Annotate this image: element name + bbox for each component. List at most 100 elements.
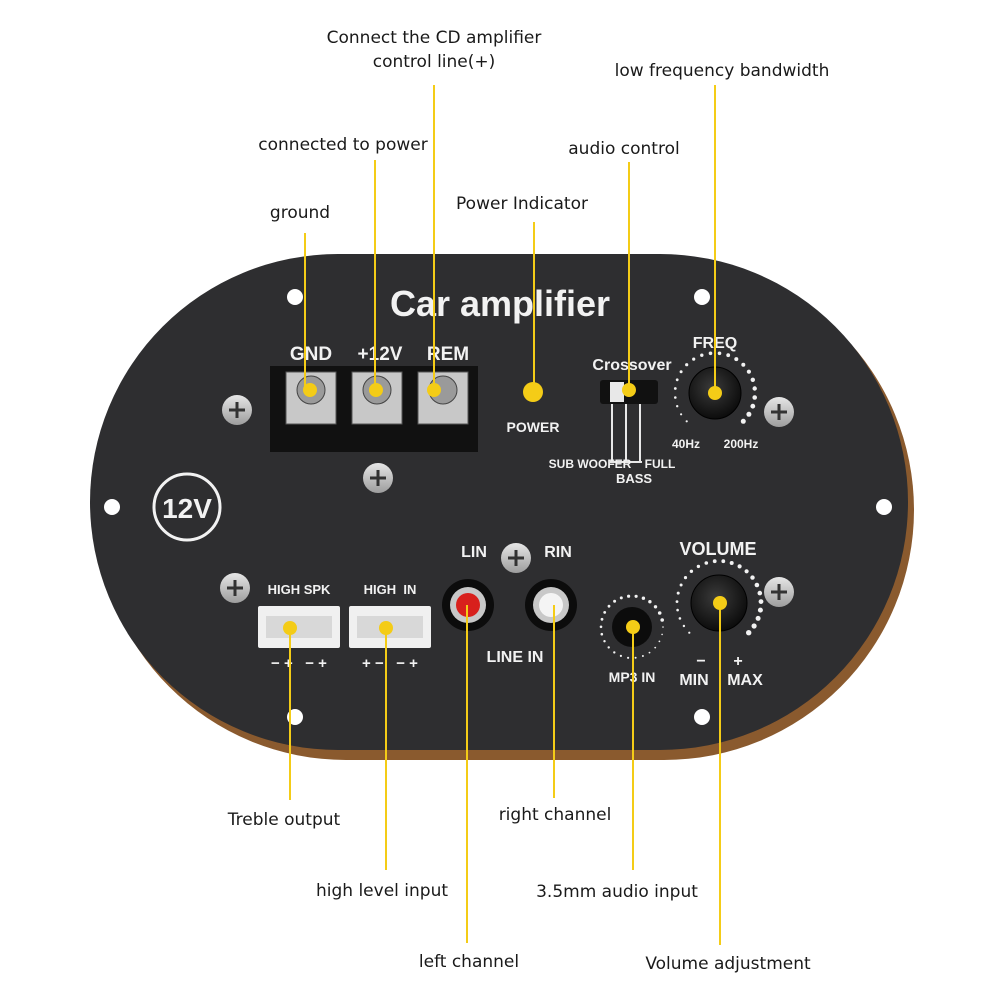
terminal-label-12v: +12V xyxy=(358,344,403,365)
mp3-ring-dots xyxy=(599,594,664,659)
high-in-title: HIGH IN xyxy=(364,582,417,597)
volume-minus: − xyxy=(696,653,705,670)
crossover-slider[interactable] xyxy=(610,382,624,402)
crossover-full-label: FULL xyxy=(645,457,676,471)
screw-icon xyxy=(501,543,531,573)
scale-dot xyxy=(752,386,757,391)
scale-dot xyxy=(627,656,630,659)
scale-dot xyxy=(696,564,701,569)
screw-icon xyxy=(764,577,794,607)
volume-max-label: MAX xyxy=(727,672,763,689)
crossover-switch: Crossover SUB WOOFER FULL BASS xyxy=(549,357,676,486)
scale-dot xyxy=(689,569,694,573)
scale-dot xyxy=(750,575,755,580)
scale-dot xyxy=(754,582,760,588)
scale-dot xyxy=(600,632,604,636)
scale-dot xyxy=(682,624,686,628)
scale-dot xyxy=(734,357,739,362)
high-in-polarity: + − − + xyxy=(362,655,418,672)
high-spk-connector-group: HIGH SPK − + − + xyxy=(258,582,340,672)
terminal-label-rem: REM xyxy=(427,344,469,365)
scale-dot xyxy=(653,605,658,609)
power-led xyxy=(523,382,543,402)
scale-dot xyxy=(654,646,657,649)
callout-right-channel: right channel xyxy=(499,805,612,825)
scale-dot xyxy=(678,617,682,620)
scale-dot xyxy=(708,351,713,356)
scale-dot xyxy=(676,608,679,612)
scale-dot xyxy=(729,561,734,565)
scale-dot xyxy=(757,607,763,613)
callout-left-channel: left channel xyxy=(419,952,519,972)
scale-dot xyxy=(599,625,603,629)
mounting-holes xyxy=(104,289,892,725)
scale-dot xyxy=(675,378,679,382)
panel-face xyxy=(90,254,908,750)
scale-dot xyxy=(680,413,683,416)
scale-dot xyxy=(658,640,661,643)
callout-connected-to-power: connected to power xyxy=(258,135,427,155)
marker-dot xyxy=(427,383,441,397)
screw-icon xyxy=(220,573,250,603)
scale-dot xyxy=(758,599,764,604)
rin-label: RIN xyxy=(544,544,572,561)
scale-dot xyxy=(752,395,757,400)
high-spk-title: HIGH SPK xyxy=(268,582,331,597)
voltage-badge xyxy=(152,472,222,542)
crossover-title: Crossover xyxy=(592,357,671,374)
scale-dot xyxy=(679,370,683,374)
callout-treble-output: Treble output xyxy=(227,810,341,830)
marker-dot xyxy=(708,386,722,400)
callout-audio-control: audio control xyxy=(568,139,679,159)
scale-dot xyxy=(619,596,623,600)
screw-icon xyxy=(363,463,393,493)
mounting-hole xyxy=(694,289,710,305)
volume-plus: + xyxy=(733,653,742,670)
mounting-hole xyxy=(876,499,892,515)
scale-dot xyxy=(634,656,637,659)
marker-dot xyxy=(303,383,317,397)
scale-dot xyxy=(685,420,688,423)
scale-dot xyxy=(613,651,616,654)
rca-right-ring xyxy=(539,593,563,617)
crossover-legend-lines xyxy=(610,404,642,463)
scale-dot xyxy=(755,615,761,621)
callout-cd-line1: Connect the CD amplifier xyxy=(327,28,542,48)
callout-high-level-input: high level input xyxy=(316,881,448,901)
scale-dot xyxy=(688,631,691,634)
scale-dot xyxy=(717,351,722,356)
volume-scale-dots xyxy=(675,559,764,636)
freq-min-label: 40Hz xyxy=(672,437,700,451)
scale-dot xyxy=(737,564,742,569)
scale-dot xyxy=(648,651,651,654)
crossover-bass-label: BASS xyxy=(616,471,652,486)
marker-dot xyxy=(379,621,393,635)
callout-low-frequency: low frequency bandwidth xyxy=(615,61,830,81)
volume-min-label: MIN xyxy=(679,672,708,689)
scale-dot xyxy=(634,594,638,598)
callouts: Connect the CD amplifier control line(+)… xyxy=(227,28,830,974)
freq-max-label: 200Hz xyxy=(724,437,759,451)
scale-dot xyxy=(676,591,680,595)
scale-dot xyxy=(600,617,604,621)
scale-dot xyxy=(751,623,757,629)
scale-dot xyxy=(746,411,752,417)
line-in-group: LIN RIN LINE IN xyxy=(442,544,577,666)
scale-dot xyxy=(712,559,717,564)
marker-dot xyxy=(626,620,640,634)
scale-dot xyxy=(683,576,688,580)
high-spk-polarity: − + − + xyxy=(271,655,327,672)
lin-label: LIN xyxy=(461,544,487,561)
scale-dot xyxy=(726,353,731,358)
mp3-jack-group: MP3 IN xyxy=(599,594,664,685)
mounting-hole xyxy=(287,289,303,305)
volume-title: VOLUME xyxy=(679,539,756,559)
line-in-label: LINE IN xyxy=(487,649,544,666)
callout-audio-input: 3.5mm audio input xyxy=(536,882,698,902)
mounting-hole xyxy=(694,709,710,725)
scale-dot xyxy=(627,594,631,598)
scale-dot xyxy=(662,626,664,628)
scale-dot xyxy=(740,418,746,424)
scale-dot xyxy=(603,611,607,614)
screw-icon xyxy=(764,397,794,427)
